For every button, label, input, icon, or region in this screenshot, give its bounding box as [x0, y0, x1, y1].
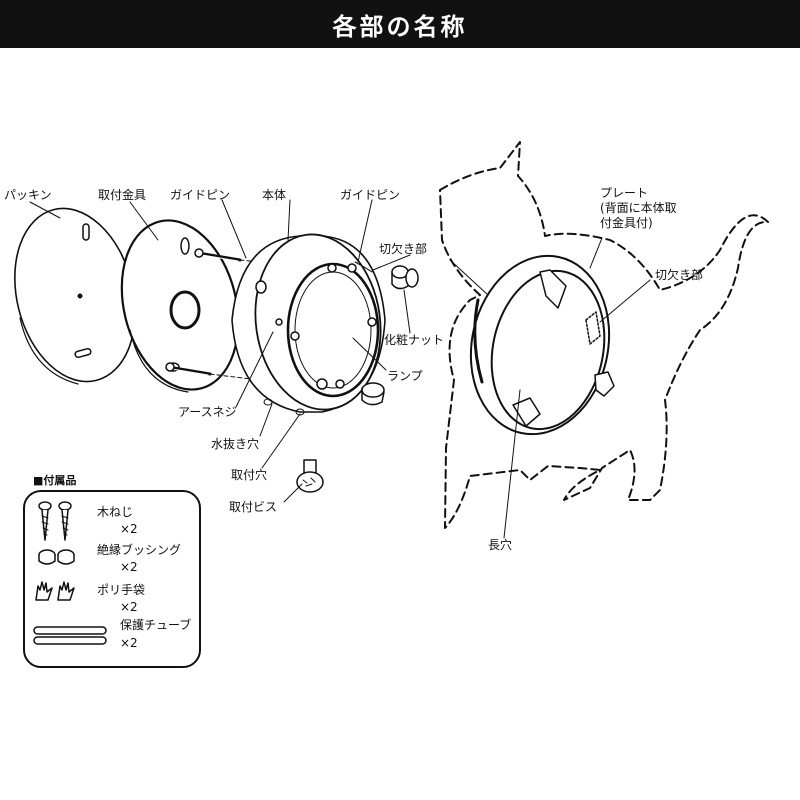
mounting-screw	[296, 459, 324, 493]
accessory-name-wood-screw: 木ねじ	[97, 505, 134, 519]
label-notch-left: 切欠き部	[379, 242, 428, 256]
guide-pin-top	[194, 248, 242, 262]
mounting-bracket	[120, 219, 240, 393]
decorative-nut-top	[391, 265, 419, 290]
decorative-nut-bottom	[361, 382, 385, 406]
label-guide-pin-left: ガイドピン	[170, 188, 231, 202]
label-decorative-nut: 化粧ナット	[384, 333, 445, 347]
header-bar: 各部の名称	[0, 0, 800, 48]
label-lamp: ランプ	[387, 369, 423, 383]
label-packing: パッキン	[4, 188, 52, 202]
accessories-box	[23, 490, 201, 668]
label-mounting-screw: 取付ビス	[229, 500, 278, 514]
guide-pin-bottom	[165, 362, 212, 376]
accessory-qty-wood-screw: ×2	[120, 522, 138, 536]
label-body: 本体	[262, 188, 287, 202]
plate-ring	[469, 254, 615, 436]
wood-screw-icon	[38, 501, 72, 541]
accessory-qty-protective-tube: ×2	[120, 636, 138, 650]
label-drain-hole: 水抜き穴	[211, 437, 260, 451]
insulating-bushing-icon	[38, 549, 75, 565]
accessory-qty-insulating-bushing: ×2	[120, 560, 138, 574]
packing-disc	[14, 207, 136, 385]
protective-tube-icon	[33, 626, 107, 645]
main-body	[231, 233, 386, 416]
accessories-title: ■付属品	[33, 474, 77, 487]
label-mounting-hole: 取付穴	[231, 468, 268, 482]
label-guide-pin-right: ガイドピン	[340, 188, 401, 202]
accessory-name-poly-glove: ポリ手袋	[97, 583, 146, 597]
label-earth-screw: アースネジ	[178, 405, 237, 419]
label-notch-right: 切欠き部	[655, 268, 704, 282]
label-plate: プレート (背面に本体取 付金具付)	[600, 186, 677, 230]
label-slot: 長穴	[488, 538, 513, 552]
accessory-name-insulating-bushing: 絶縁ブッシング	[97, 543, 182, 557]
label-mounting-bracket: 取付金具	[98, 188, 147, 202]
accessory-qty-poly-glove: ×2	[120, 600, 138, 614]
accessory-name-protective-tube: 保護チューブ	[120, 618, 192, 632]
page-title: 各部の名称	[332, 12, 468, 41]
poly-glove-icon	[35, 581, 75, 601]
